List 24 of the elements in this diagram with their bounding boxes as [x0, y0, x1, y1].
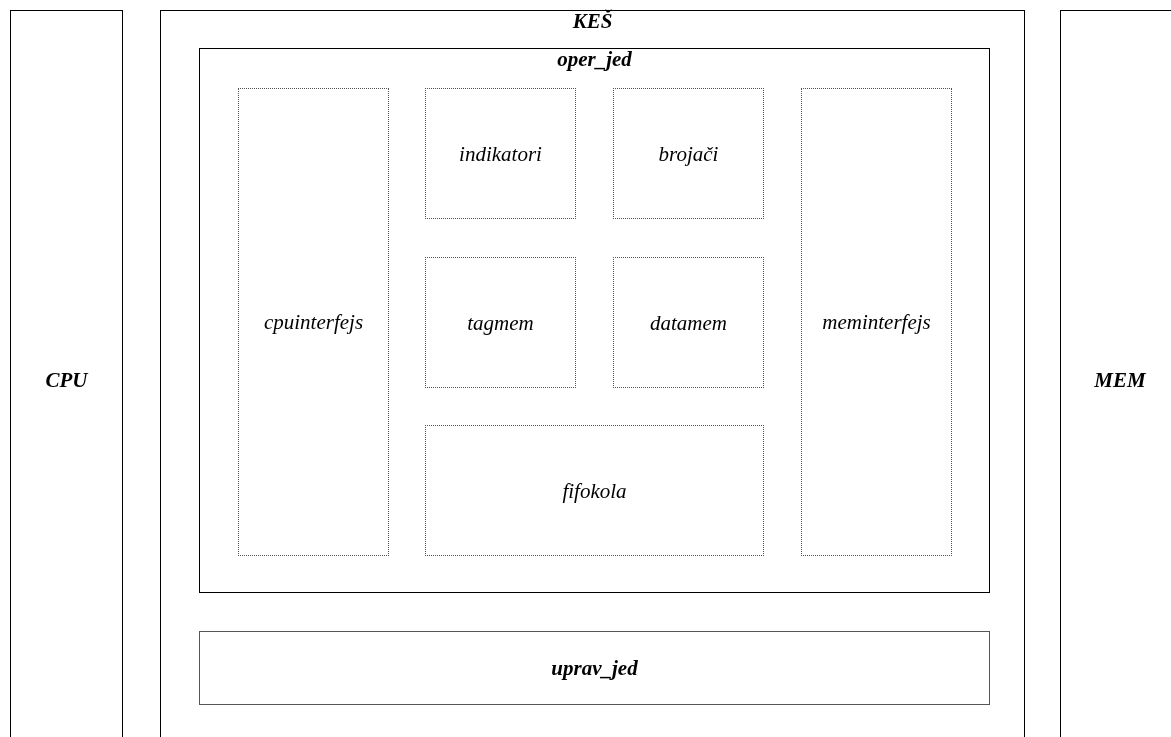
- module-box: [425, 257, 576, 388]
- unit-box: [1060, 10, 1171, 737]
- module-box: [801, 88, 952, 556]
- block-label: tagmem: [466, 310, 535, 335]
- container-box: [160, 10, 1025, 737]
- block-label: cpuinterfejs: [262, 310, 365, 334]
- unit-box: [10, 10, 123, 737]
- unit-box: [199, 631, 990, 705]
- module-box: [425, 88, 576, 219]
- block-label: MEM: [1093, 368, 1147, 392]
- module-box: [425, 425, 764, 556]
- block-label: fifokola: [561, 478, 628, 503]
- module-box: [613, 257, 764, 388]
- block-label: KEŠ: [571, 9, 614, 33]
- block-label: CPU: [44, 368, 90, 392]
- block-label: uprav_jed: [550, 656, 639, 680]
- block-label: oper_jed: [556, 47, 633, 71]
- block-label: meminterfejs: [821, 310, 932, 334]
- block-label: indikatori: [458, 141, 543, 166]
- module-box: [238, 88, 389, 556]
- container-box: [199, 48, 990, 593]
- block-label: datamem: [649, 310, 728, 335]
- module-box: [613, 88, 764, 219]
- block-label: brojači: [657, 141, 720, 166]
